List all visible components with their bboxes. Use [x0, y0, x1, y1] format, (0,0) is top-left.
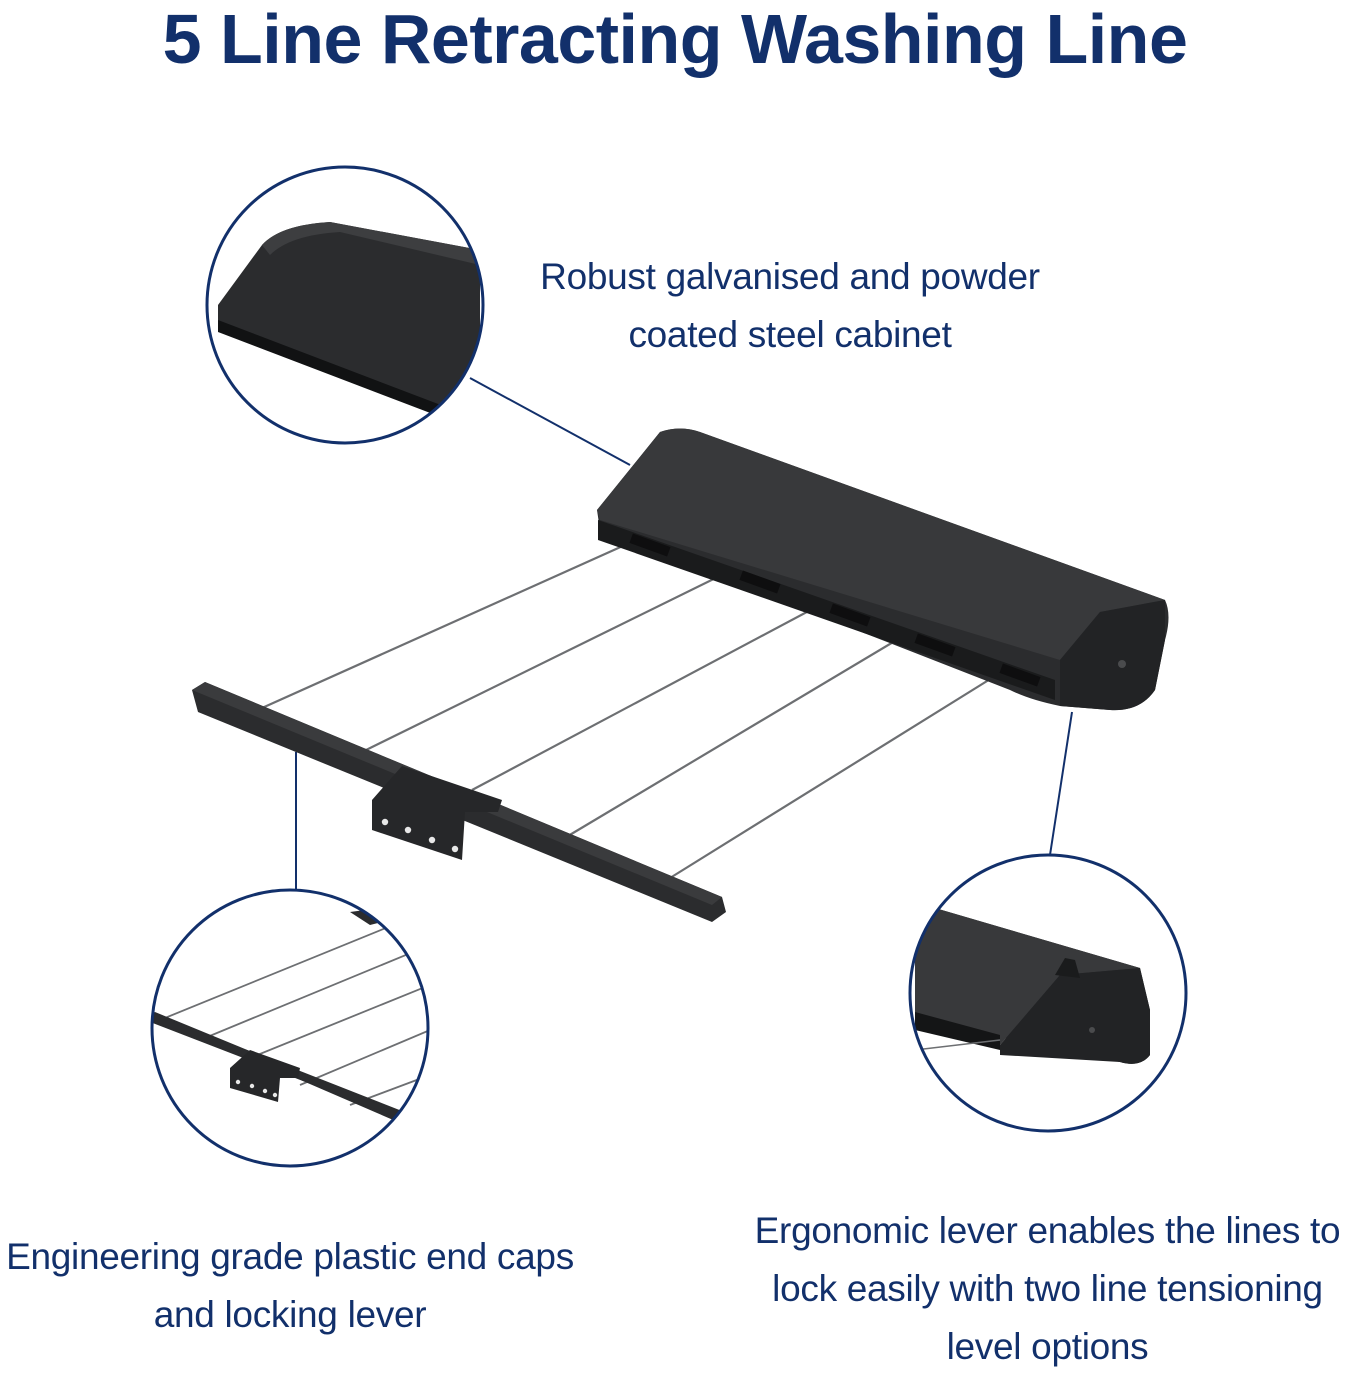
- callout-lever: Ergonomic lever enables the lines to loc…: [745, 1202, 1350, 1376]
- callout-lever-line-2: lock easily with two line tensioning: [772, 1268, 1323, 1309]
- cabinet: [597, 428, 1169, 711]
- washing-lines: [261, 543, 1009, 879]
- callout-endcap-line-1: Engineering grade plastic end caps: [6, 1236, 574, 1277]
- end-bar: [192, 682, 726, 922]
- leader-line-cabinet: [469, 377, 631, 466]
- callout-endcap-line-2: and locking lever: [153, 1294, 427, 1335]
- page-title: 5 Line Retracting Washing Line: [162, 0, 1188, 78]
- callout-lever-line-3: level options: [946, 1326, 1149, 1367]
- zoom-circle-lever: [908, 853, 1188, 1133]
- callout-cabinet-line-2: coated steel cabinet: [628, 314, 952, 355]
- zoom-circle-endcap: [150, 888, 430, 1168]
- zoom-circle-cabinet: [205, 165, 485, 445]
- callout-cabinet-line-1: Robust galvanised and powder: [540, 256, 1040, 297]
- callout-cabinet: Robust galvanised and powder coated stee…: [505, 248, 1075, 364]
- callout-endcap: Engineering grade plastic end caps and l…: [0, 1228, 580, 1344]
- leader-line-lever: [1049, 711, 1073, 856]
- callout-lever-line-1: Ergonomic lever enables the lines to: [754, 1210, 1341, 1251]
